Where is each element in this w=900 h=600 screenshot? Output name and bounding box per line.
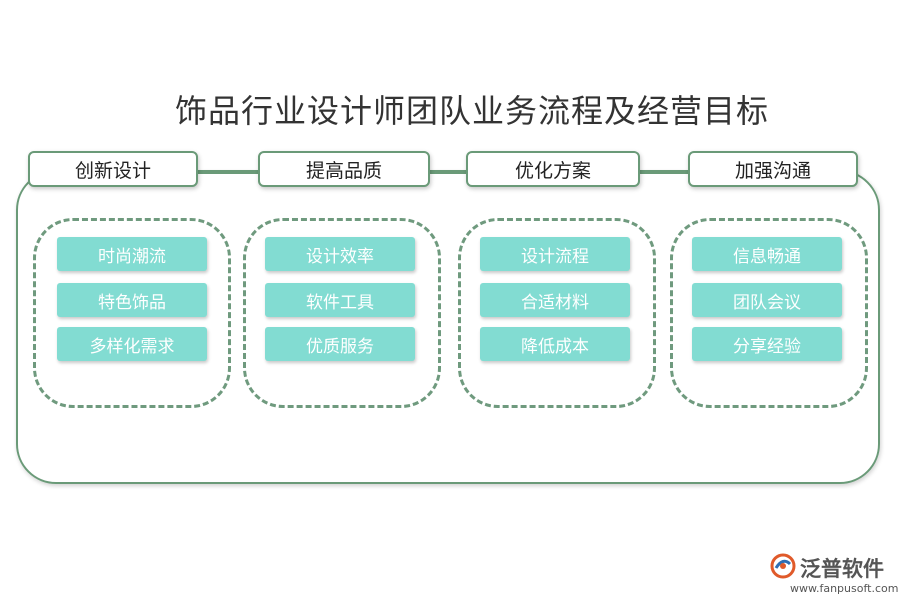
item-suitable-materials: 合适材料: [480, 283, 630, 317]
group-optimization: [458, 218, 656, 408]
item-design-process: 设计流程: [480, 237, 630, 271]
connector-1-2: [198, 170, 258, 174]
item-software-tools: 软件工具: [265, 283, 415, 317]
brand-url: www.fanpusoft.com: [790, 582, 899, 595]
header-optimization: 优化方案: [466, 151, 640, 187]
group-communication: [670, 218, 868, 408]
item-fashion-trend: 时尚潮流: [57, 237, 207, 271]
item-diverse-demand: 多样化需求: [57, 327, 207, 361]
header-communication: 加强沟通: [688, 151, 858, 187]
item-featured-jewelry: 特色饰品: [57, 283, 207, 317]
brand-mark-icon: [770, 553, 796, 583]
diagram-title: 饰品行业设计师团队业务流程及经营目标: [174, 92, 769, 130]
brand-name: 泛普软件: [800, 557, 884, 581]
header-quality: 提高品质: [258, 151, 430, 187]
item-share-experience: 分享经验: [692, 327, 842, 361]
connector-3-4: [640, 170, 688, 174]
header-innovation: 创新设计: [28, 151, 198, 187]
item-quality-service: 优质服务: [265, 327, 415, 361]
group-innovation: [33, 218, 231, 408]
connector-2-3: [430, 170, 466, 174]
item-design-efficiency: 设计效率: [265, 237, 415, 271]
group-quality: [243, 218, 441, 408]
item-reduce-cost: 降低成本: [480, 327, 630, 361]
item-team-meeting: 团队会议: [692, 283, 842, 317]
item-info-flow: 信息畅通: [692, 237, 842, 271]
brand-logo: 泛普软件: [770, 553, 884, 583]
